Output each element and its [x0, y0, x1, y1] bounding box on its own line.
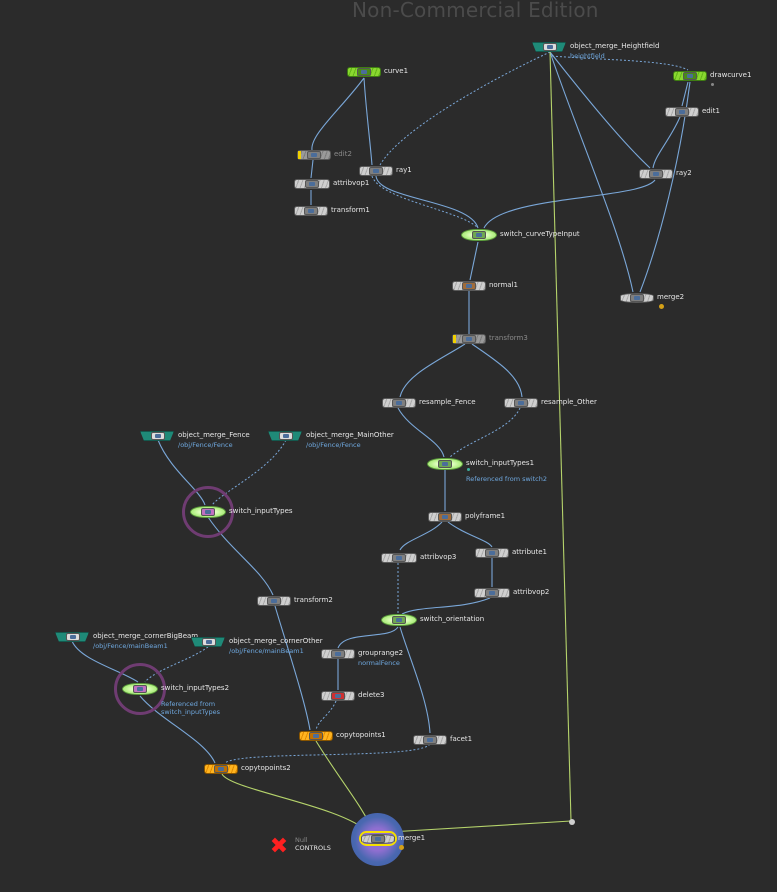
node-label: copytopoints2: [241, 764, 291, 772]
wire-dashed: [379, 51, 551, 166]
node-sublabel: /obj/Fence/Fence: [306, 441, 361, 449]
wire-green: [221, 773, 369, 833]
node-label: attribvop1: [333, 179, 370, 187]
node-label: switch_inputTypes1: [466, 459, 535, 467]
wire-dot[interactable]: [569, 819, 575, 825]
warning-icon[interactable]: [659, 304, 664, 309]
node-sublabel: /obj/Fence/mainBeam1: [229, 647, 304, 655]
wire: [363, 77, 373, 166]
wire-dashed: [315, 700, 337, 731]
node-label: merge2: [657, 293, 685, 301]
selection-ring: [114, 663, 166, 715]
node-label: normal1: [489, 281, 518, 289]
node-label: transform2: [294, 596, 333, 604]
wire-green: [549, 51, 572, 822]
wire: [471, 343, 523, 398]
wire-green: [389, 820, 572, 833]
selection-ring: [182, 486, 234, 538]
node-label: switch_curveTypeInput: [500, 230, 580, 238]
node-label: resample_Other: [541, 398, 597, 406]
wire: [549, 51, 634, 293]
warning-icon[interactable]: [399, 845, 404, 850]
node-label: facet1: [450, 735, 473, 743]
node-label: object_merge_cornerBigBeam: [93, 632, 199, 640]
node-label: transform3: [489, 334, 528, 342]
current-node-highlight: [359, 831, 397, 846]
wire: [311, 77, 365, 151]
node-label: edit2: [334, 150, 352, 158]
node-label: edit1: [702, 107, 720, 115]
node-sublabel: /obj/Fence/Fence: [178, 441, 233, 449]
wire-dashed: [224, 743, 431, 764]
node-label: object_merge_cornerOther: [229, 637, 323, 645]
node-label: delete3: [358, 691, 385, 699]
node-label: grouprange2: [358, 649, 404, 657]
node-label: copytopoints1: [336, 731, 386, 739]
node-label: transform1: [331, 206, 370, 214]
wire: [469, 241, 479, 281]
status-dot: [467, 468, 470, 471]
wire: [681, 81, 689, 107]
node-label: resample_Fence: [419, 398, 476, 406]
node-label: object_merge_Fence: [178, 431, 250, 439]
node-sublabel: normalFence: [358, 659, 400, 667]
node-type-label: Null: [295, 836, 308, 844]
wire: [375, 175, 479, 229]
wire: [447, 521, 493, 548]
wire: [274, 605, 311, 731]
node-label: attribute1: [512, 548, 547, 556]
node-label: ray2: [676, 169, 692, 177]
node-label: object_merge_MainOther: [306, 431, 394, 439]
node-label: ray1: [396, 166, 412, 174]
node-sublabel: /obj/Fence/mainBeam1: [93, 642, 168, 650]
wire: [483, 179, 656, 229]
wire: [337, 626, 399, 649]
node-label: polyframe1: [465, 512, 506, 520]
wire: [399, 521, 443, 551]
node-label: CONTROLS: [295, 844, 331, 852]
node-sublabel: heightfield: [570, 52, 605, 60]
node-label: object_merge_Heightfield: [570, 42, 660, 50]
wire: [399, 626, 431, 734]
node-label: attribvop3: [420, 553, 457, 561]
wire: [401, 597, 491, 615]
wire: [549, 51, 651, 169]
wire-dashed: [551, 55, 689, 71]
node-sublabel: Referenced from: [161, 700, 216, 708]
wire: [652, 116, 681, 169]
node-label: switch_inputTypes2: [161, 684, 230, 692]
node-sublabel: switch_inputTypes: [161, 708, 221, 716]
null-x-icon: ✖: [269, 834, 289, 859]
bypass-flag[interactable]: [453, 335, 456, 343]
wire: [310, 159, 314, 179]
wire-dashed: [449, 407, 521, 458]
node-label: drawcurve1: [710, 71, 752, 79]
watermark-text: Non-Commercial Edition: [352, 0, 599, 22]
node-label: switch_inputTypes: [229, 507, 293, 515]
status-dot: [711, 83, 714, 86]
bypass-flag[interactable]: [298, 151, 301, 159]
node-label: merge1: [398, 834, 426, 842]
wire-dashed: [371, 175, 479, 229]
node-sublabel: Referenced from switch2: [466, 475, 548, 483]
node-label: switch_orientation: [420, 615, 485, 623]
node-label: curve1: [384, 67, 409, 75]
node-label: attribvop2: [513, 588, 550, 596]
wire: [397, 407, 445, 458]
wire: [399, 343, 466, 398]
